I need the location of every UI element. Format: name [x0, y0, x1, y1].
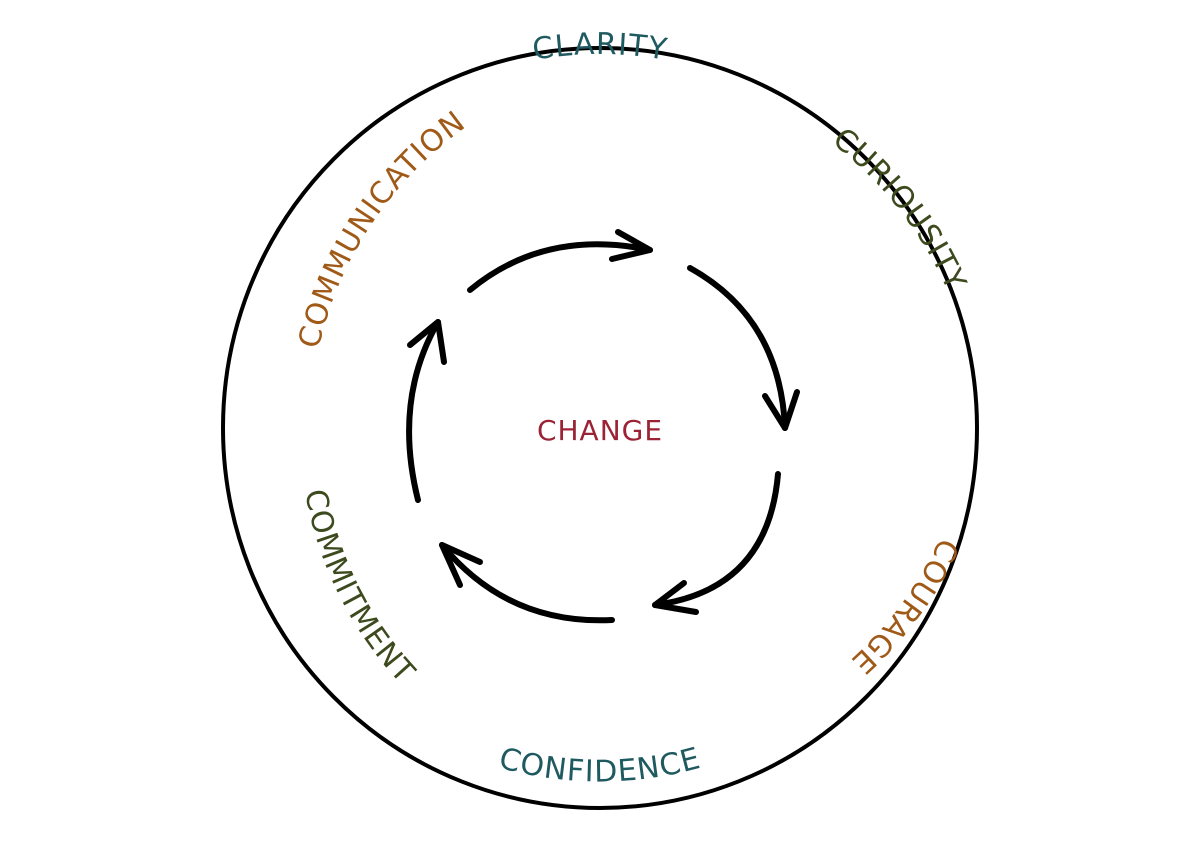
cycle-arrow-2-head	[762, 389, 800, 431]
ring-label-clarity: CLARITY	[530, 27, 670, 68]
cycle-arrow-2	[687, 265, 788, 431]
ring-label-communication: COMMUNICATION	[292, 104, 472, 351]
ring-labels: CLARITY CURIOUSITY COURAGE CONFIDENCE CO…	[292, 27, 973, 790]
ring-label-curiousity: CURIOUSITY	[826, 121, 973, 296]
ring-label-courage-text: COURAGE	[844, 533, 964, 681]
cycle-arrow-5-head	[407, 319, 447, 365]
cycle-arrow-3-head	[652, 580, 699, 615]
cycle-arrow-4-head	[439, 542, 483, 588]
outer-ring	[221, 46, 979, 810]
ring-label-commitment: COMMITMENT	[297, 486, 422, 690]
cycle-arrow-1	[467, 241, 653, 293]
ring-label-clarity-text: CLARITY	[530, 27, 669, 68]
cycle-arrow-4	[439, 542, 615, 624]
ring-label-confidence: CONFIDENCE	[495, 741, 704, 790]
ring-label-communication-text: COMMUNICATION	[292, 104, 471, 351]
ring-label-courage: COURAGE	[844, 533, 965, 681]
cycle-arrow-5	[406, 319, 441, 503]
cycle-arrow-1-head	[609, 229, 653, 262]
cycle-arrow-3	[652, 471, 781, 608]
ring-label-confidence-text: CONFIDENCE	[495, 741, 703, 790]
ring-label-commitment-text: COMMITMENT	[297, 486, 421, 690]
center-label: CHANGE	[537, 414, 663, 447]
cycle-arrows	[406, 229, 800, 624]
ring-label-curiousity-text: CURIOUSITY	[826, 121, 972, 296]
